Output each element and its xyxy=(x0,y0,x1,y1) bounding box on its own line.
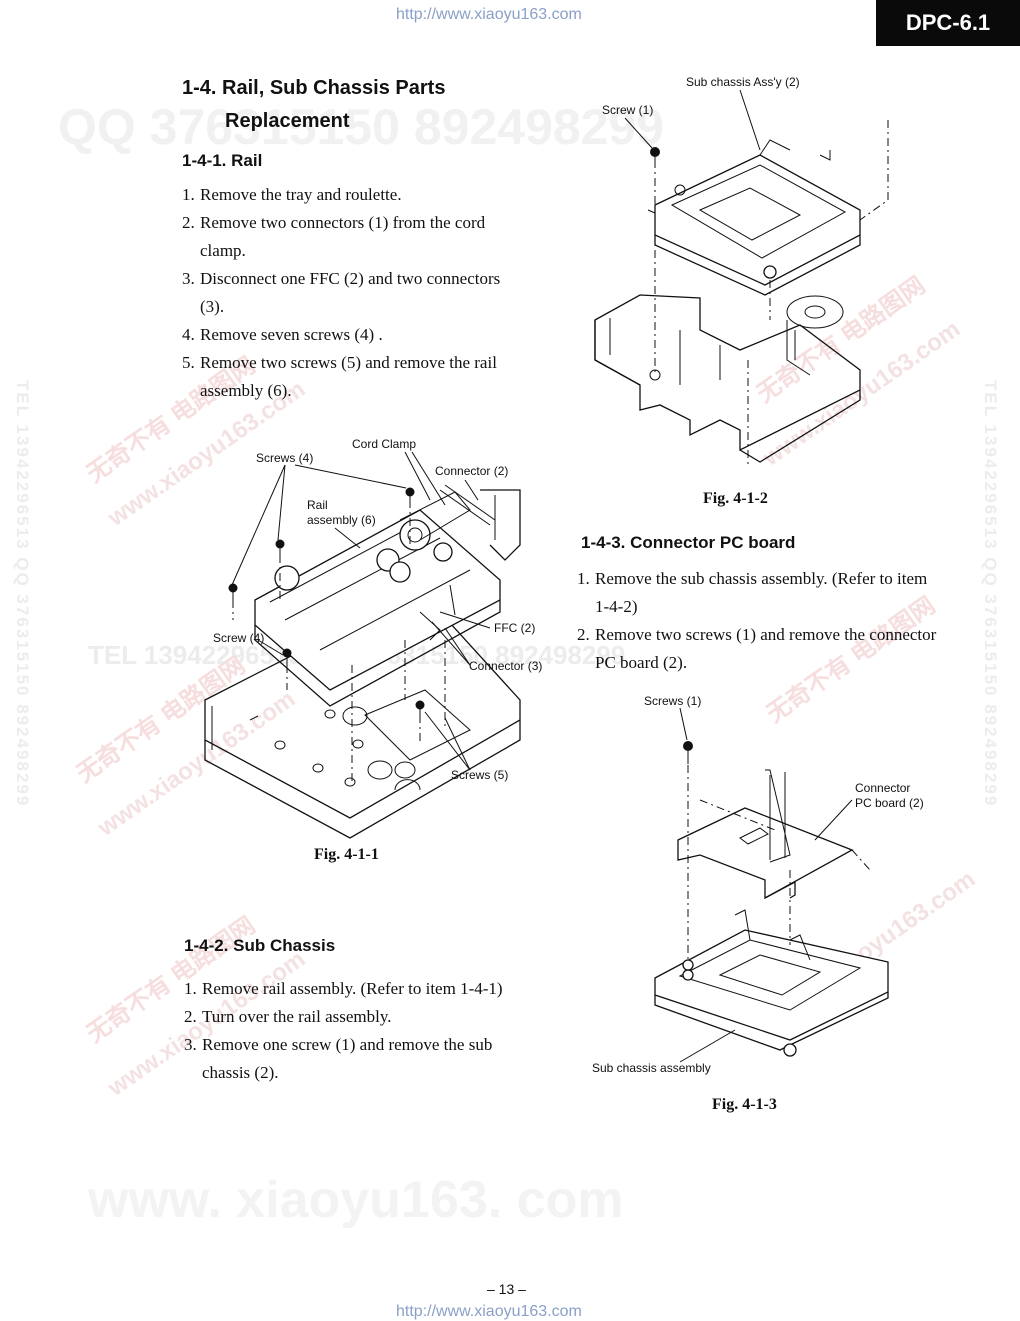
list-item: 2.Remove two screws (1) and remove the c… xyxy=(577,625,937,672)
list-item: 1.Remove rail assembly. (Refer to item 1… xyxy=(184,979,503,998)
label-screws-1: Screws (1) xyxy=(644,694,701,708)
label-sub-chassis-assy: Sub chassis Ass'y (2) xyxy=(686,75,800,89)
label-connector-3: Connector (3) xyxy=(469,659,542,673)
list-item: 3.Remove one screw (1) and remove the su… xyxy=(184,1035,493,1082)
sub-chassis-heading: 1-4-2. Sub Chassis xyxy=(184,936,336,955)
rail-steps: 1.Remove the tray and roulette. 2.Remove… xyxy=(182,181,527,405)
list-item: 1.Remove the sub chassis assembly. (Refe… xyxy=(577,569,928,616)
label-screws-4: Screws (4) xyxy=(256,451,313,465)
fig-4-1-2-caption: Fig. 4-1-2 xyxy=(703,490,768,507)
top-url[interactable]: http://www.xiaoyu163.com xyxy=(396,6,582,23)
label-cord-clamp: Cord Clamp xyxy=(352,437,416,451)
rail-heading: 1-4-1. Rail xyxy=(182,151,263,170)
bottom-url[interactable]: http://www.xiaoyu163.com xyxy=(396,1303,582,1320)
list-item: 5.Remove two screws (5) and remove the r… xyxy=(182,353,497,400)
fig-4-1-1-caption: Fig. 4-1-1 xyxy=(314,846,379,863)
label-rail-2: assembly (6) xyxy=(307,513,376,527)
label-screw-1: Screw (1) xyxy=(602,103,653,117)
label-pc-board-2: PC board (2) xyxy=(855,796,924,810)
label-screws-5: Screws (5) xyxy=(451,768,508,782)
label-connector: Connector xyxy=(855,781,910,795)
connector-pc-heading: 1-4-3. Connector PC board xyxy=(581,533,796,552)
page-code-badge: DPC-6.1 xyxy=(876,0,1020,46)
list-item: 4.Remove seven screws (4) . xyxy=(182,325,383,344)
section-title-line2: Replacement xyxy=(225,110,350,132)
fig-4-1-3-caption: Fig. 4-1-3 xyxy=(712,1096,777,1113)
label-screw-4: Screw (4) xyxy=(213,631,264,645)
connector-pc-steps: 1.Remove the sub chassis assembly. (Refe… xyxy=(577,565,937,677)
section-title-line1: 1-4. Rail, Sub Chassis Parts xyxy=(182,77,446,99)
label-ffc: FFC (2) xyxy=(494,621,535,635)
label-rail-1: Rail xyxy=(307,498,328,512)
list-item: 3.Disconnect one FFC (2) and two connect… xyxy=(182,269,501,316)
label-sub-chassis-assembly: Sub chassis assembly xyxy=(592,1061,711,1075)
list-item: 1.Remove the tray and roulette. xyxy=(182,185,402,204)
sub-chassis-steps: 1.Remove rail assembly. (Refer to item 1… xyxy=(184,975,529,1087)
list-item: 2.Remove two connectors (1) from the cor… xyxy=(182,213,486,260)
page-number: – 13 – xyxy=(487,1281,526,1297)
label-connector-2: Connector (2) xyxy=(435,464,508,478)
list-item: 2.Turn over the rail assembly. xyxy=(184,1007,392,1026)
